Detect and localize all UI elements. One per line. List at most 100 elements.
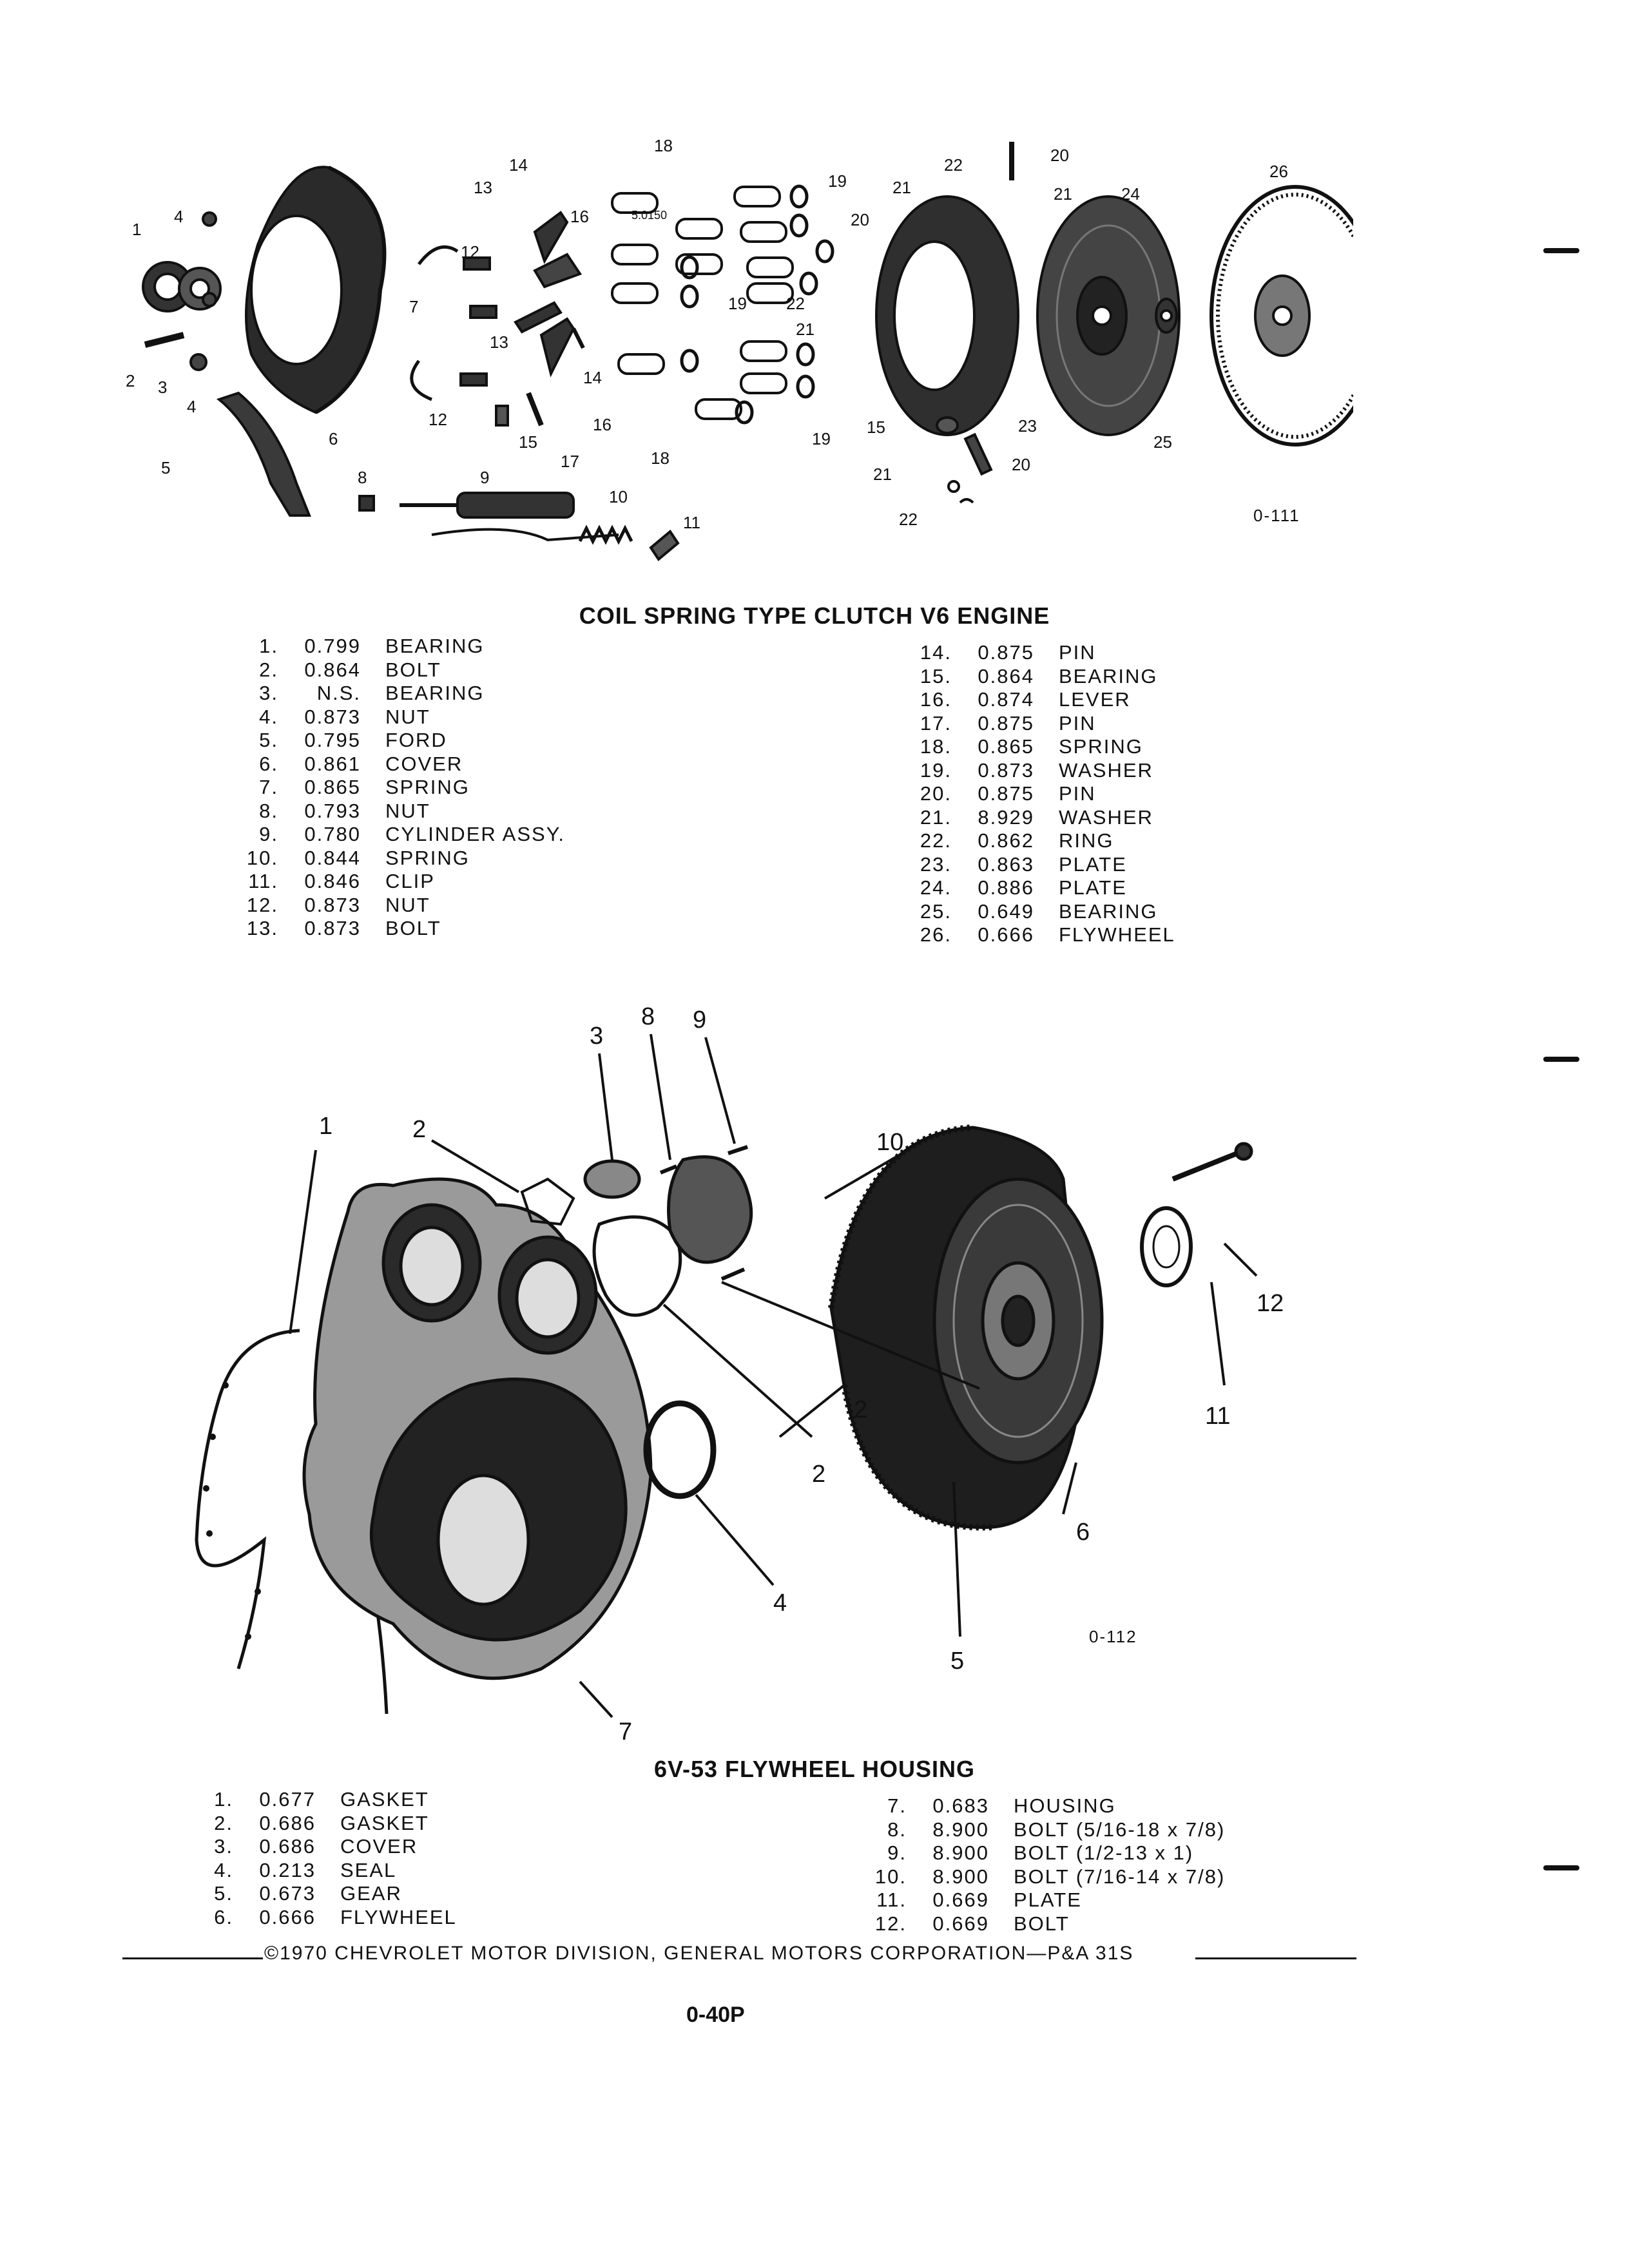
- fh-callout-1: 1: [319, 1113, 333, 1140]
- fh-callout-3: 3: [590, 1023, 603, 1050]
- clutch-exploded-diagram: 1 2 3 4 4 5 6 7 8 9 10 11 12 12 13 13 14…: [126, 136, 1353, 561]
- callout-18: 18: [654, 136, 673, 155]
- callout-22: 22: [944, 155, 963, 175]
- callout-9: 9: [480, 468, 489, 487]
- callout-25: 25: [1153, 432, 1172, 452]
- copyright-notice: ©1970 CHEVROLET MOTOR DIVISION, GENERAL …: [264, 1943, 1134, 1964]
- fh-callout-2b: 2: [854, 1396, 867, 1423]
- callout-22b: 22: [786, 294, 805, 313]
- callout-21c: 21: [796, 320, 815, 339]
- figure2-id: 0-112: [1089, 1627, 1137, 1646]
- callout-2: 2: [126, 371, 135, 390]
- callout-5: 5: [161, 458, 170, 477]
- callout-19b: 19: [728, 294, 747, 313]
- fh-callout-5: 5: [950, 1648, 964, 1675]
- callout-4b: 4: [187, 397, 196, 416]
- callout-14b: 14: [583, 368, 602, 387]
- fh-callout-8: 8: [641, 1003, 655, 1030]
- figure1-id: 0-111: [1253, 506, 1300, 525]
- callout-14: 14: [509, 155, 528, 175]
- callout-13b: 13: [490, 332, 508, 352]
- page-number: 0-40P: [686, 2003, 745, 2027]
- callout-3: 3: [158, 378, 167, 397]
- callout-21: 21: [892, 178, 911, 197]
- fh-callout-7: 7: [619, 1718, 632, 1745]
- callout-17: 17: [561, 452, 579, 471]
- callout-20: 20: [1050, 146, 1069, 165]
- figure1-title: COIL SPRING TYPE CLUTCH V6 ENGINE: [579, 602, 1050, 629]
- fh-callout-4: 4: [773, 1590, 787, 1617]
- callout-7: 7: [409, 297, 418, 316]
- callout-20b: 20: [851, 210, 869, 229]
- callout-26: 26: [1269, 162, 1288, 181]
- callout-19: 19: [828, 171, 847, 191]
- fh-callout-10: 10: [876, 1129, 903, 1156]
- callout-21b: 21: [1054, 184, 1072, 204]
- callout-12b: 12: [429, 410, 447, 429]
- fh-callout-6: 6: [1076, 1519, 1090, 1546]
- callout-16: 16: [570, 207, 589, 226]
- callout-10: 10: [609, 487, 628, 506]
- figure2-title: 6V-53 FLYWHEEL HOUSING: [653, 1756, 976, 1782]
- callout-12: 12: [461, 242, 479, 262]
- footer-rule-right: [1195, 1957, 1356, 1959]
- callout-21d: 21: [873, 465, 892, 484]
- fh-callout-11: 11: [1205, 1403, 1230, 1430]
- margin-mark-top: [1543, 248, 1579, 253]
- flywheel-housing-diagram: 1 2 2 2 3 4 5 6 7 8 9 10 11 12: [195, 1003, 1284, 1745]
- fh-callout-2c: 2: [812, 1461, 825, 1488]
- callout-24: 24: [1121, 184, 1140, 204]
- callout-6: 6: [329, 429, 338, 448]
- fh-callout-12: 12: [1257, 1290, 1284, 1317]
- callout-15b: 15: [867, 418, 885, 437]
- callout-22c: 22: [899, 510, 918, 529]
- callout-13: 13: [474, 178, 492, 197]
- fh-callout-2: 2: [412, 1116, 426, 1143]
- margin-mark-bottom: [1543, 1865, 1579, 1870]
- callout-15: 15: [519, 432, 537, 452]
- callout-8: 8: [358, 468, 367, 487]
- callout-11: 11: [683, 513, 700, 532]
- margin-mark-middle: [1543, 1057, 1579, 1062]
- footer-rule-left: [122, 1957, 263, 1959]
- callout-1: 1: [132, 220, 141, 239]
